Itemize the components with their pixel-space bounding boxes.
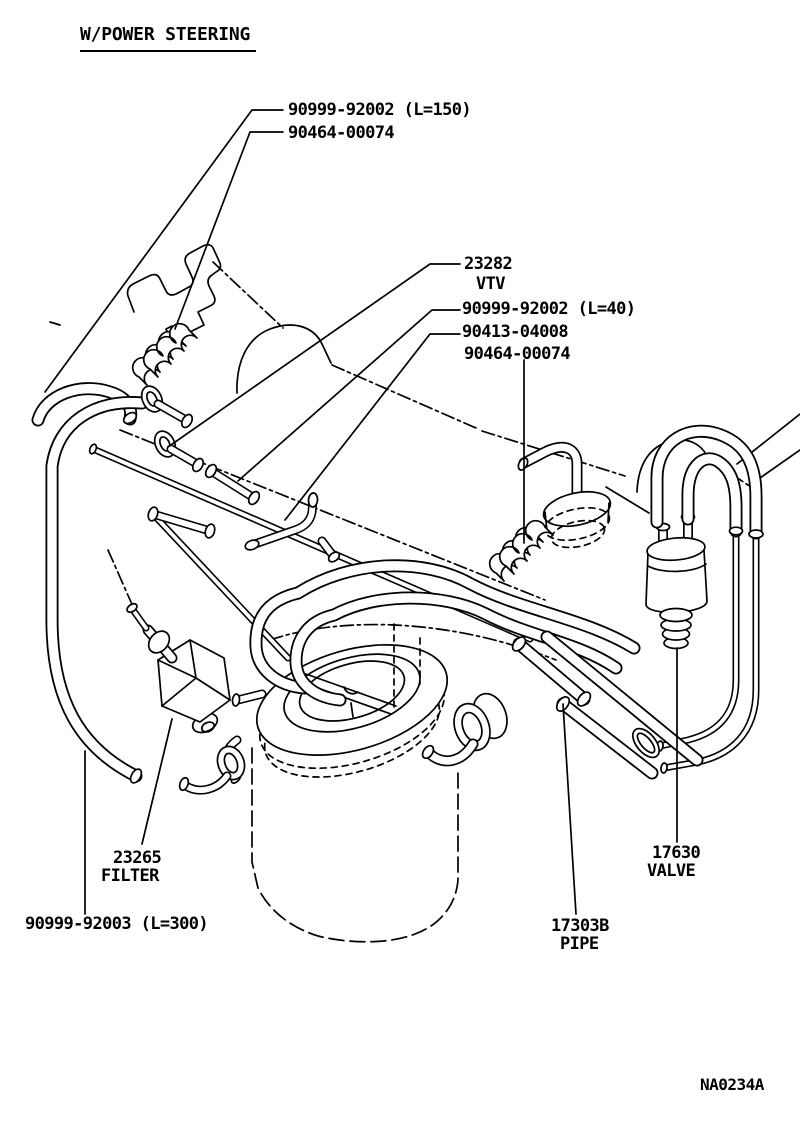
filter-23265 <box>126 602 231 734</box>
short-tubes <box>147 463 341 563</box>
callout-hose-150: 90999-92002 (L=150) <box>288 100 472 120</box>
callout-vtv-number: 23282 <box>464 254 513 274</box>
callout-valve-name: VALVE <box>647 861 696 881</box>
callout-vtv-name: VTV <box>476 274 506 294</box>
vacuum-pipes <box>88 443 530 658</box>
callout-clamp-top: 90464-00074 <box>288 123 395 143</box>
callout-filter-name: FILTER <box>101 866 159 886</box>
callout-valve-number: 17630 <box>652 843 701 863</box>
hose-90999-92002-l150 <box>38 389 138 426</box>
callout-filter-number: 23265 <box>113 848 162 868</box>
callout-clip: 90413-04008 <box>462 322 569 342</box>
hose-90999-92003-l300 <box>52 403 144 784</box>
leader-clamp-top <box>174 131 284 330</box>
engine-hump-left <box>236 324 332 394</box>
figure-code: NA0234A <box>700 1075 764 1094</box>
bracket <box>126 243 222 356</box>
callout-pipe-number: 17303B <box>551 916 609 936</box>
leader-hose-40 <box>237 309 461 482</box>
canister-body-hidden <box>251 747 459 943</box>
vtv-grommets <box>140 385 205 473</box>
leader-lines <box>44 109 678 915</box>
callout-clamp-mid: 90464-00074 <box>464 344 571 364</box>
canister-left-grommet <box>216 745 246 781</box>
valve-ribbed-nipple <box>659 607 693 623</box>
callout-hose-40: 90999-92002 (L=40) <box>462 299 636 319</box>
pipe-17303b-hoses <box>511 635 697 773</box>
band-clamp <box>632 727 660 759</box>
valve-17630 <box>645 512 708 650</box>
leader-filter <box>141 718 173 845</box>
page-title: W/POWER STEERING <box>80 24 257 52</box>
leader-vtv <box>167 263 461 448</box>
callout-pipe-name: PIPE <box>560 934 599 954</box>
hairpin-hoses <box>656 431 764 774</box>
callout-hose-300: 90999-92003 (L=300) <box>25 914 209 934</box>
leader-clip <box>284 333 461 521</box>
leader-hose-150 <box>44 109 284 393</box>
leader-pipe <box>562 703 577 915</box>
